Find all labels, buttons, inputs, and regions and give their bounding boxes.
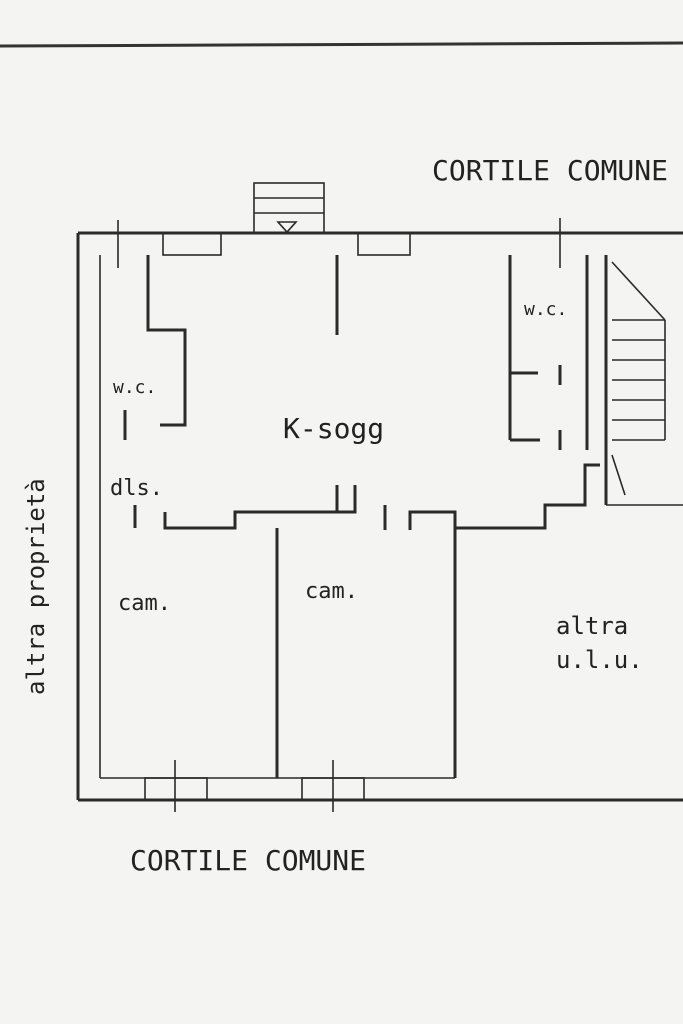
other-unit-label-line2: u.l.u. bbox=[556, 646, 643, 674]
sheet-top-border bbox=[0, 41, 683, 48]
kitchen-living-label: K-sogg bbox=[283, 412, 384, 445]
interior-walls bbox=[123, 255, 600, 778]
room-center-label: cam. bbox=[305, 579, 358, 604]
bottom-windows bbox=[144, 760, 365, 812]
side-property-label: altra proprietà bbox=[22, 478, 50, 695]
closet-label: dls. bbox=[110, 476, 163, 501]
top-courtyard-label: CORTILE COMUNE bbox=[432, 154, 668, 187]
wc-right-label: w.c. bbox=[524, 299, 567, 320]
room-left-label: cam. bbox=[118, 591, 171, 616]
staircase bbox=[604, 255, 683, 506]
outer-walls bbox=[76, 231, 683, 802]
top-openings bbox=[117, 182, 561, 268]
bottom-courtyard-label: CORTILE COMUNE bbox=[130, 844, 366, 877]
wc-left-label: w.c. bbox=[113, 377, 156, 398]
other-unit-label-line1: altra bbox=[556, 612, 628, 640]
